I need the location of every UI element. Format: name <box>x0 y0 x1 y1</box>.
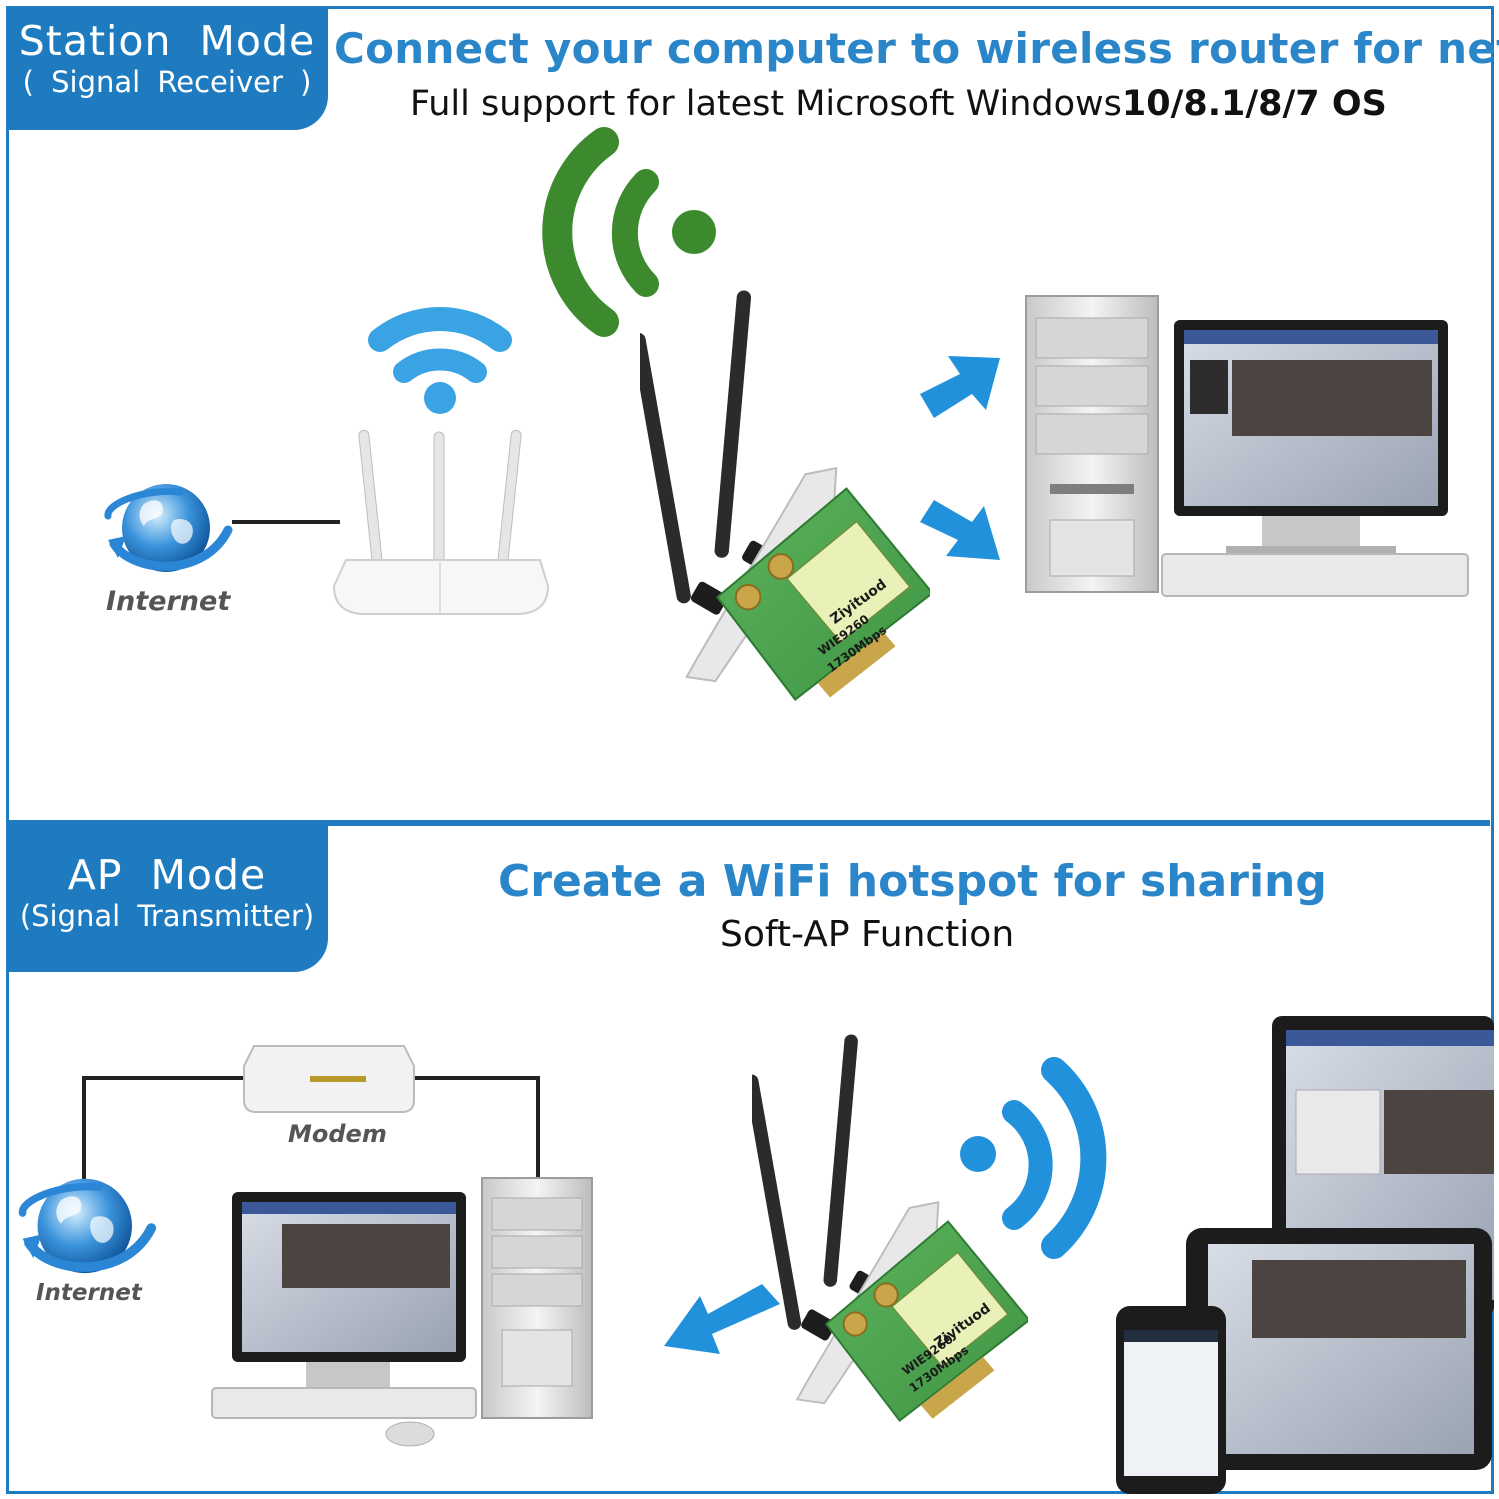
phone-device <box>1116 1306 1226 1494</box>
arrow-icon <box>920 356 1000 560</box>
section-divider <box>6 820 1490 826</box>
ap-mode-tab: AP Mode (Signal Transmitter) <box>6 826 328 972</box>
outer-frame <box>6 6 1494 1494</box>
monitor-ap <box>211 1192 477 1447</box>
station-subline: Full support for latest Microsoft Window… <box>410 84 1387 124</box>
internet-label-station: Internet <box>106 586 231 617</box>
station-headline: Connect your computer to wireless router… <box>334 24 1499 73</box>
monitor-station <box>1161 320 1469 597</box>
arrow-icon-ap <box>664 1284 780 1354</box>
wifi-dot <box>424 382 456 414</box>
globe-icon <box>108 484 228 572</box>
wifi-broadcast-icon-ap <box>1002 1057 1107 1259</box>
wireless-card-ap <box>752 1034 1028 1422</box>
ap-headline: Create a WiFi hotspot for sharing <box>498 856 1327 907</box>
signal-dot-ap <box>960 1136 996 1172</box>
ap-mode-title: AP Mode <box>67 851 267 899</box>
ap-mode-subtitle: (Signal Transmitter) <box>19 899 315 933</box>
station-subline-text: Full support for latest Microsoft Window… <box>410 84 1122 124</box>
router-illustration <box>332 429 550 615</box>
station-mode-title: Station Mode <box>18 17 316 65</box>
wireless-card-station <box>640 290 930 701</box>
station-mode-tab: Station Mode ( Signal Receiver ) <box>6 6 328 130</box>
wifi-broadcast-icon <box>542 127 659 337</box>
station-mode-subtitle: ( Signal Receiver ) <box>22 65 312 99</box>
station-os-versions: 10/8.1/8/7 OS <box>1121 84 1387 124</box>
tablet-device <box>1186 1228 1492 1470</box>
globe-icon-ap <box>22 1179 151 1273</box>
desktop-tower-ap <box>481 1177 593 1419</box>
signal-dot <box>672 210 716 254</box>
ap-subline: Soft-AP Function <box>720 914 1015 955</box>
internet-label-ap: Internet <box>36 1280 142 1306</box>
modem-label: Modem <box>288 1120 387 1148</box>
desktop-tower-station <box>1025 295 1159 593</box>
wifi-icon <box>368 306 512 383</box>
modem-illustration <box>82 1045 540 1210</box>
